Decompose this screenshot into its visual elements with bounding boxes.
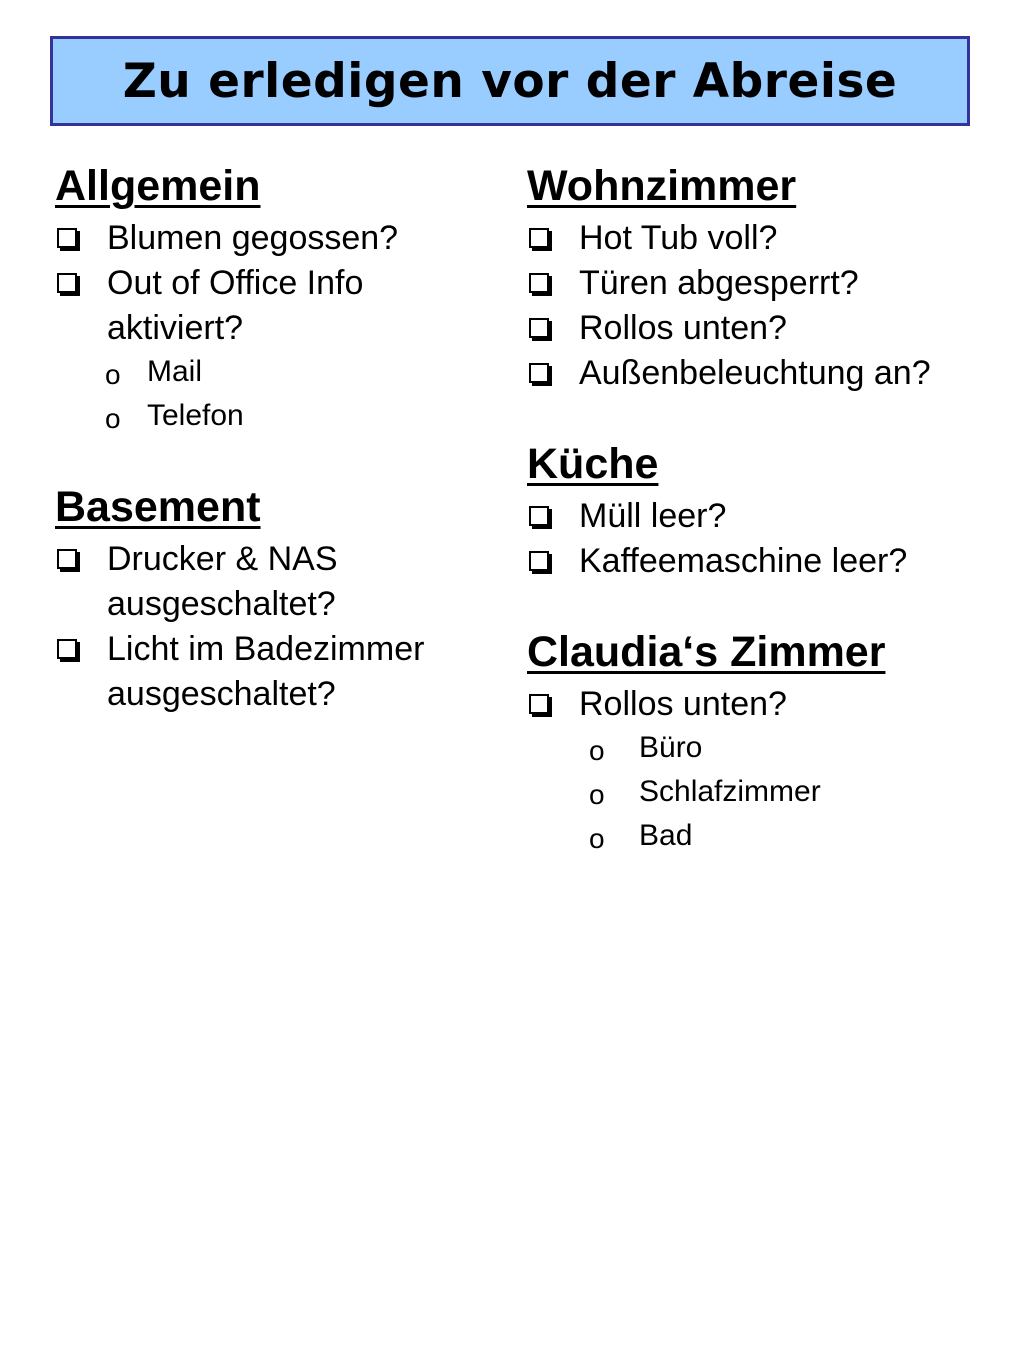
sub-item: o Büro [589, 727, 1007, 771]
item-label: Out of Office Info aktiviert? [107, 264, 364, 347]
circle-bullet-icon: o [589, 779, 605, 810]
checklist-item: Rollos unten? [527, 682, 1007, 727]
checkbox-icon[interactable] [57, 273, 77, 293]
item-label: Rollos unten? [579, 309, 787, 347]
checklist-item: Licht im Badezimmer ausgeschaltet? [55, 627, 495, 717]
section-wohnzimmer: Wohnzimmer Hot Tub voll? Türen abgesperr… [527, 160, 1007, 396]
section-heading: Basement [55, 483, 261, 531]
section-heading: Allgemein [55, 162, 261, 210]
section-kueche: Küche Müll leer? Kaffeemaschine leer? [527, 438, 1007, 584]
sub-item-label: Telefon [147, 399, 244, 432]
left-column: Allgemein Blumen gegossen? Out of Office… [55, 160, 495, 759]
title-banner: Zu erledigen vor der Abreise [50, 36, 970, 126]
checklist-item: Blumen gegossen? [55, 216, 495, 261]
checklist-item: Kaffeemaschine leer? [527, 539, 1007, 584]
checklist-item: Türen abgesperrt? [527, 261, 1007, 306]
item-label: Blumen gegossen? [107, 219, 399, 257]
right-column: Wohnzimmer Hot Tub voll? Türen abgesperr… [527, 160, 1007, 901]
checklist-item: Hot Tub voll? [527, 216, 1007, 261]
checkbox-icon[interactable] [529, 273, 549, 293]
item-label: Türen abgesperrt? [579, 264, 859, 302]
sub-item-label: Schlafzimmer [639, 775, 821, 808]
checklist-item: Müll leer? [527, 494, 1007, 539]
sub-item: o Schlafzimmer [589, 771, 1007, 815]
checkbox-icon[interactable] [57, 228, 77, 248]
item-label: Müll leer? [579, 497, 727, 535]
sub-item: o Bad [589, 815, 1007, 859]
item-label: Rollos unten? [579, 685, 787, 723]
checklist-item: Out of Office Info aktiviert? [55, 261, 495, 351]
checkbox-icon[interactable] [57, 549, 77, 569]
item-label: Hot Tub voll? [579, 219, 778, 257]
sub-item-label: Büro [639, 731, 703, 764]
checkbox-icon[interactable] [529, 694, 549, 714]
sub-item: o Mail [105, 351, 495, 395]
section-basement: Basement Drucker & NAS ausgeschaltet? Li… [55, 481, 495, 717]
checkbox-icon[interactable] [529, 551, 549, 571]
section-heading: Küche [527, 440, 659, 488]
circle-bullet-icon: o [589, 823, 605, 854]
circle-bullet-icon: o [105, 359, 121, 390]
item-label: Drucker & NAS ausgeschaltet? [107, 540, 338, 623]
checkbox-icon[interactable] [529, 506, 549, 526]
checkbox-icon[interactable] [529, 318, 549, 338]
checklist-item: Drucker & NAS ausgeschaltet? [55, 537, 495, 627]
sub-item-label: Mail [147, 355, 203, 388]
checkbox-icon[interactable] [529, 363, 549, 383]
page-title: Zu erledigen vor der Abreise [122, 53, 898, 109]
section-heading: Wohnzimmer [527, 162, 797, 210]
item-label: Kaffeemaschine leer? [579, 542, 908, 580]
checklist-item: Außenbeleuchtung an? [527, 351, 1007, 396]
section-heading: Claudia‘s Zimmer [527, 628, 886, 676]
checkbox-icon[interactable] [57, 639, 77, 659]
checkbox-icon[interactable] [529, 228, 549, 248]
circle-bullet-icon: o [589, 735, 605, 766]
sub-item: o Telefon [105, 395, 495, 439]
circle-bullet-icon: o [105, 403, 121, 434]
section-claudias-zimmer: Claudia‘s Zimmer Rollos unten? o Büro o … [527, 626, 1007, 859]
item-label: Außenbeleuchtung an? [579, 354, 931, 392]
item-label: Licht im Badezimmer ausgeschaltet? [107, 630, 425, 713]
section-allgemein: Allgemein Blumen gegossen? Out of Office… [55, 160, 495, 439]
sub-item-label: Bad [639, 819, 693, 852]
checklist-item: Rollos unten? [527, 306, 1007, 351]
